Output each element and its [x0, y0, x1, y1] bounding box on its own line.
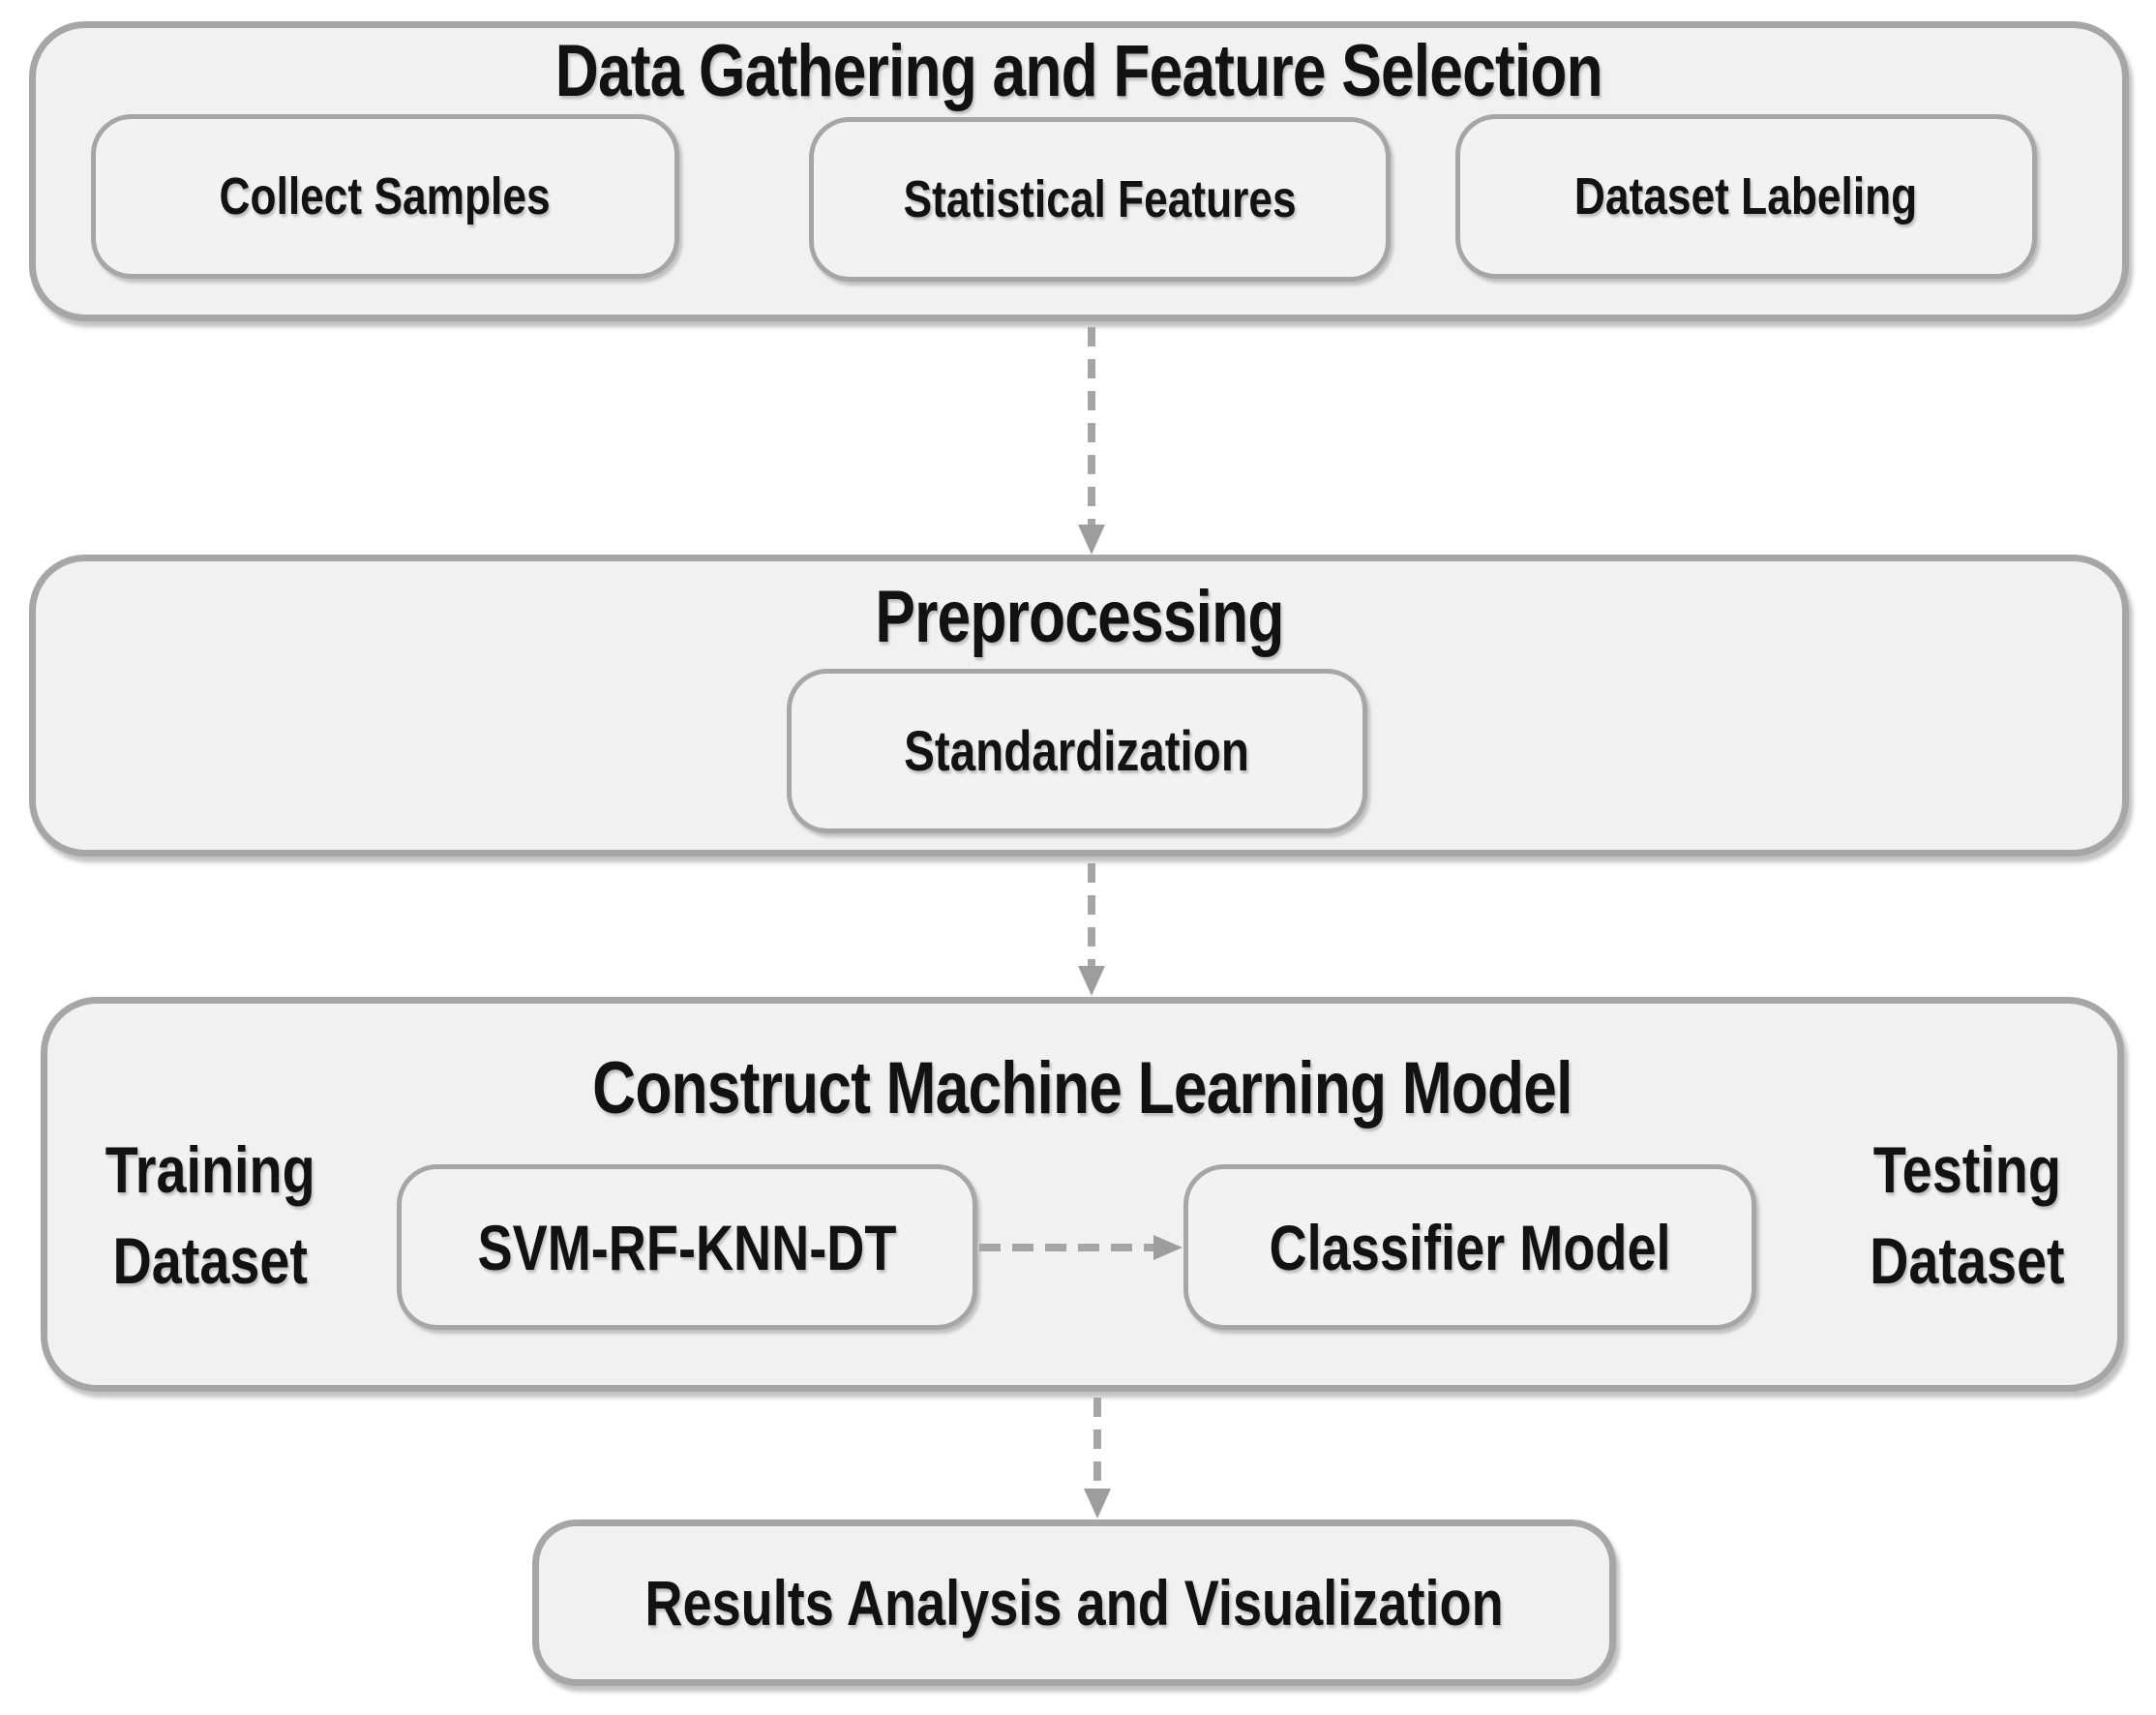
chip-classifier-model-label: Classifier Model — [1269, 1211, 1671, 1283]
testing-dataset-label-line2: Dataset — [1870, 1224, 2065, 1298]
stage-results-title-text: Results Analysis and Visualization — [644, 1567, 1504, 1639]
chip-statistical-features: Statistical Features — [809, 117, 1391, 282]
training-dataset-label: Training Dataset — [75, 1125, 345, 1307]
testing-dataset-label-text: Testing Dataset — [1870, 1125, 2064, 1307]
arrow-ml-model-to-results-line — [1093, 1398, 1101, 1490]
stage-results: Results Analysis and Visualization — [532, 1519, 1616, 1686]
stage-preprocessing: Preprocessing Standardization — [29, 555, 2129, 857]
arrow-data-gathering-to-preprocessing-line — [1088, 327, 1095, 527]
testing-dataset-label: Testing Dataset — [1832, 1125, 2103, 1307]
arrow-svm-to-classifier-head — [1153, 1235, 1183, 1260]
arrow-ml-model-to-results-head — [1084, 1489, 1111, 1519]
chip-collect-samples-label: Collect Samples — [219, 167, 552, 226]
arrow-preprocessing-to-ml-model-head — [1078, 966, 1105, 996]
chip-classifier-model: Classifier Model — [1183, 1164, 1756, 1330]
stage-data-gathering-title-text: Data Gathering and Feature Selection — [554, 30, 1603, 112]
training-dataset-label-text: Training Dataset — [105, 1125, 315, 1307]
training-dataset-label-line2: Dataset — [112, 1224, 308, 1298]
chip-svm-rf-knn-dt: SVM-RF-KNN-DT — [397, 1164, 977, 1330]
arrow-svm-to-classifier-line — [979, 1244, 1153, 1251]
training-dataset-label-line1: Training — [105, 1133, 315, 1207]
chip-standardization-label: Standardization — [904, 719, 1250, 783]
chip-svm-rf-knn-dt-label: SVM-RF-KNN-DT — [477, 1211, 897, 1283]
stage-data-gathering-title: Data Gathering and Feature Selection — [36, 30, 2122, 112]
chip-collect-samples: Collect Samples — [91, 114, 679, 279]
stage-construct-ml-model-title-text: Construct Machine Learning Model — [592, 1047, 1572, 1129]
testing-dataset-label-line1: Testing — [1872, 1133, 2062, 1207]
chip-dataset-labeling: Dataset Labeling — [1455, 114, 2037, 279]
stage-data-gathering: Data Gathering and Feature Selection Col… — [29, 21, 2129, 321]
stage-results-title: Results Analysis and Visualization — [551, 1566, 1598, 1640]
chip-statistical-features-label: Statistical Features — [903, 170, 1297, 228]
arrow-preprocessing-to-ml-model-line — [1088, 863, 1095, 968]
stage-preprocessing-title-text: Preprocessing — [874, 576, 1284, 658]
arrow-data-gathering-to-preprocessing-head — [1078, 525, 1105, 555]
chip-dataset-labeling-label: Dataset Labeling — [1574, 167, 1918, 226]
stage-construct-ml-model-title: Construct Machine Learning Model — [47, 1047, 2117, 1129]
stage-preprocessing-title: Preprocessing — [36, 576, 2122, 658]
chip-standardization: Standardization — [787, 669, 1367, 833]
stage-construct-ml-model: Construct Machine Learning Model Trainin… — [41, 997, 2124, 1392]
